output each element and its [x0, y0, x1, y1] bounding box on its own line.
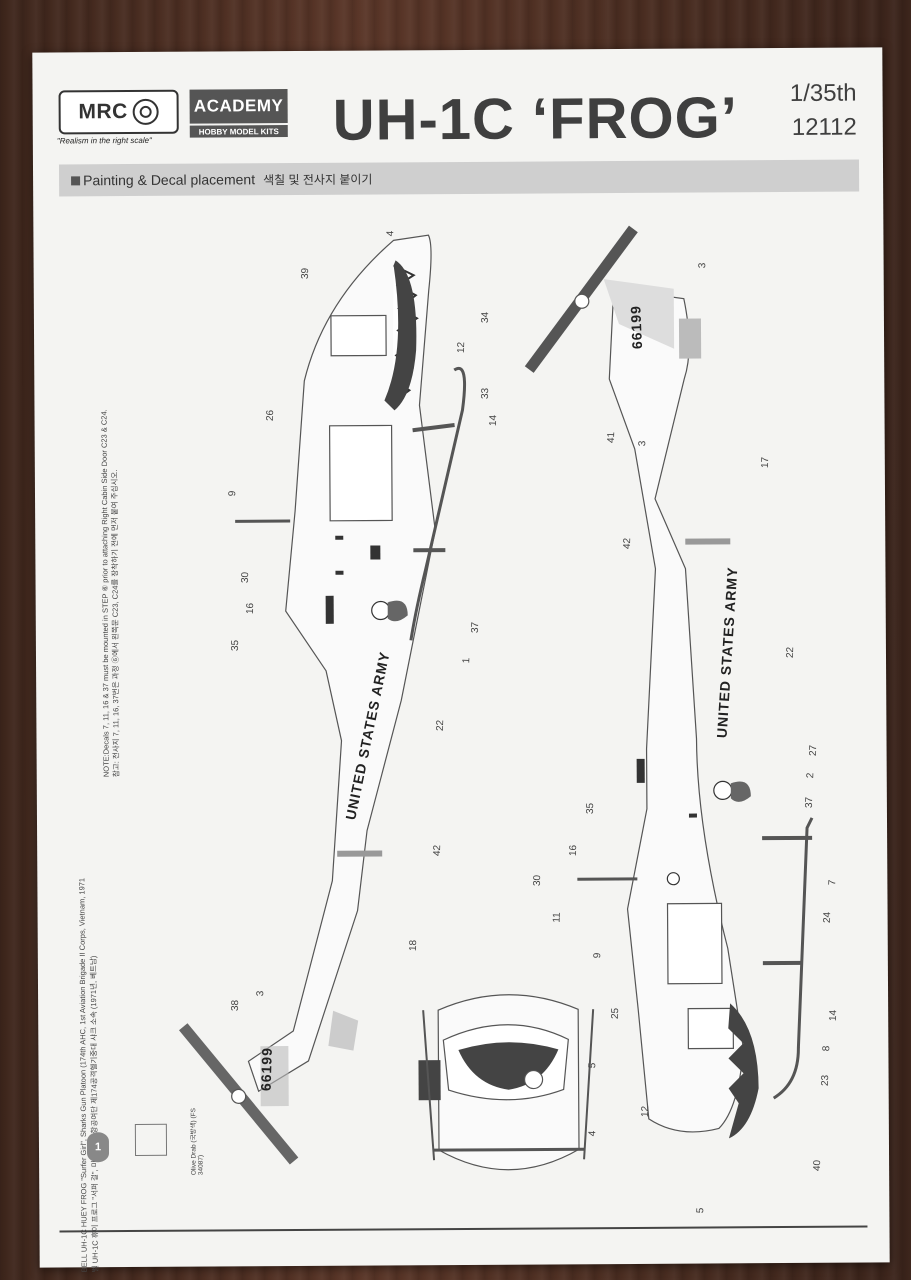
left-view-callout: 12 [455, 341, 468, 354]
left-view-callout: 38 [229, 999, 242, 1012]
left-view-callout: 14 [487, 414, 500, 427]
right-view-callout: 24 [821, 911, 834, 924]
right-view-callout: 8 [821, 1045, 833, 1052]
left-view-callout: 30 [239, 571, 252, 584]
left-view-callout: 4 [385, 230, 397, 237]
right-view-callout: 12 [639, 1105, 652, 1118]
left-view-callout: 26 [264, 409, 277, 422]
right-view-callout: 3 [697, 262, 709, 269]
left-view-callout: 9 [227, 490, 239, 497]
right-view-callout: 11 [551, 912, 563, 923]
helicopter-drawings: UNITED STATES ARMY 66199 [179, 225, 814, 1171]
right-view-callout: 42 [621, 537, 634, 550]
right-view-callout: 5 [695, 1207, 707, 1214]
left-view-callout: 1 [461, 657, 473, 664]
left-view-callout: 16 [244, 602, 257, 615]
left-view-callout: 22 [434, 719, 447, 732]
right-side-view [524, 225, 814, 1139]
left-view-callout: 18 [407, 939, 420, 952]
right-view-callout: 25 [609, 1007, 622, 1020]
right-view-callout: 3 [637, 440, 649, 447]
left-view-callout: 34 [479, 311, 492, 324]
right-view-callout: 37 [803, 796, 816, 809]
front-view [418, 994, 595, 1171]
right-view-callout: 41 [605, 431, 618, 444]
left-view-callout: 35 [229, 639, 242, 652]
left-view-callout: 39 [299, 267, 312, 280]
right-side-serial: 66199 [627, 305, 645, 350]
left-view-callout: 42 [431, 844, 444, 857]
front-view-callout: 4 [587, 1130, 599, 1137]
left-side-view [179, 234, 466, 1165]
left-view-callout: 37 [469, 621, 482, 634]
right-view-callout: 30 [531, 874, 544, 887]
right-view-callout: 35 [584, 802, 597, 815]
right-view-callout: 14 [827, 1009, 840, 1022]
left-view-callout: 33 [479, 387, 492, 400]
right-view-callout: 27 [807, 744, 820, 757]
front-view-callout: 5 [587, 1062, 599, 1069]
right-side-army-text: UNITED STATES ARMY [714, 566, 741, 738]
left-side-serial: 66199 [258, 1047, 275, 1091]
right-view-callout: 40 [811, 1159, 824, 1172]
right-view-callout: 22 [784, 646, 797, 659]
instruction-sheet: MRC "Realism in the right scale" ACADEMY… [32, 47, 890, 1272]
right-view-callout: 16 [567, 844, 580, 857]
right-view-callout: 9 [592, 952, 604, 959]
right-view-callout: 17 [759, 456, 772, 469]
right-view-callout: 23 [819, 1074, 832, 1087]
left-view-callout: 3 [255, 990, 267, 997]
right-view-callout: 7 [827, 879, 839, 886]
right-view-callout: 2 [805, 772, 817, 779]
